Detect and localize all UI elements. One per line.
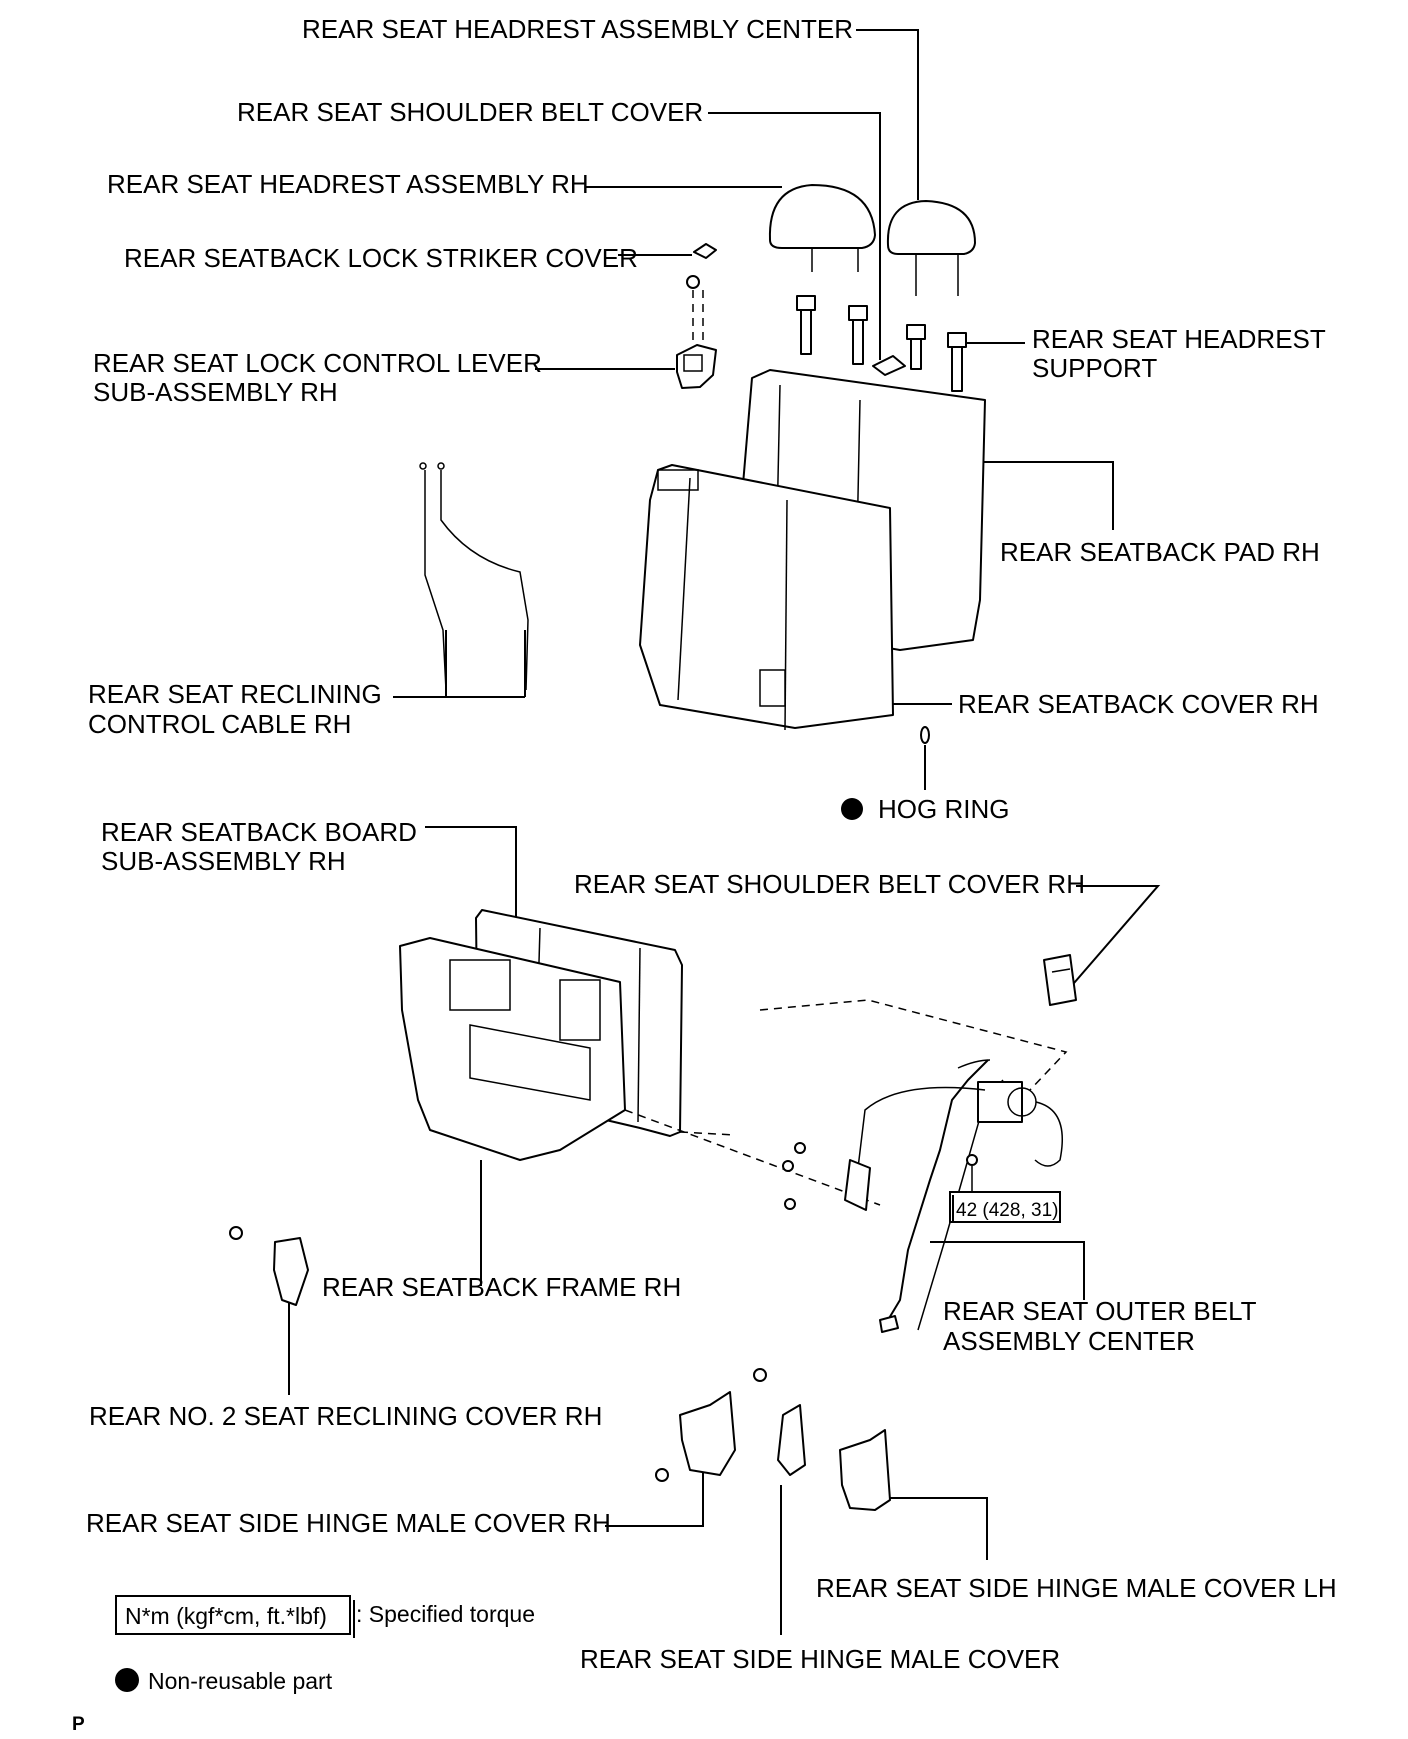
label-headrest-center: REAR SEAT HEADREST ASSEMBLY CENTER [302, 14, 853, 44]
label-reclining-cable-line2: CONTROL CABLE RH [88, 709, 351, 739]
hinge-cover-lh-part [839, 1429, 891, 1511]
hinge-cover-part [753, 1368, 806, 1476]
reclining-cable-part [419, 462, 529, 691]
labels: REAR SEAT HEADREST ASSEMBLY CENTER REAR … [86, 14, 1337, 1674]
seatback-frame-part [399, 937, 626, 1161]
seatback-cover-part [639, 464, 894, 731]
shoulder-belt-cover-rh-part [1043, 954, 1077, 1006]
label-headrest-support-line2: SUPPORT [1032, 353, 1157, 383]
footer-code: P [72, 1714, 85, 1734]
label-board-line2: SUB-ASSEMBLY RH [101, 846, 346, 876]
label-seatback-pad: REAR SEATBACK PAD RH [1000, 537, 1320, 567]
label-hog-ring: HOG RING [878, 794, 1009, 824]
label-outer-belt-line2: ASSEMBLY CENTER [943, 1326, 1195, 1356]
headrest-rh-part [768, 184, 876, 272]
label-lock-lever-line2: SUB-ASSEMBLY RH [93, 377, 338, 407]
legend-torque-text: : Specified torque [356, 1601, 535, 1627]
label-seatback-cover: REAR SEATBACK COVER RH [958, 689, 1319, 719]
headrest-center-part [886, 200, 976, 296]
label-headrest-rh: REAR SEAT HEADREST ASSEMBLY RH [107, 169, 589, 199]
label-shoulder-belt-cover-rh: REAR SEAT SHOULDER BELT COVER RH [574, 869, 1085, 899]
leader-lines [288, 29, 1161, 1635]
legend-nonreusable-text: Non-reusable part [148, 1668, 333, 1694]
label-reclining-cable-line1: REAR SEAT RECLINING [88, 679, 382, 709]
label-board-line1: REAR SEATBACK BOARD [101, 817, 417, 847]
torque-value: 42 (428, 31) [956, 1200, 1058, 1221]
label-hinge-cover-lh: REAR SEAT SIDE HINGE MALE COVER LH [816, 1573, 1337, 1603]
hog-ring-nonreusable-icon [841, 798, 863, 820]
legend-torque-box: N*m (kgf*cm, ft.*lbf) [125, 1603, 327, 1629]
label-shoulder-belt-cover: REAR SEAT SHOULDER BELT COVER [237, 97, 703, 127]
leader-hinge-cover-lh [890, 1497, 988, 1560]
leader-board [425, 826, 517, 925]
label-hinge-cover-rh: REAR SEAT SIDE HINGE MALE COVER RH [86, 1508, 611, 1538]
leader-outer-belt [930, 1241, 1085, 1300]
leader-shoulder-belt-cover [708, 112, 881, 360]
reclining-cover-part [229, 1226, 309, 1306]
leader-shoulder-belt-cover-rh [1067, 885, 1161, 991]
label-reclining-cover: REAR NO. 2 SEAT RECLINING COVER RH [89, 1401, 602, 1431]
lock-lever-part [676, 344, 717, 389]
label-striker-cover: REAR SEATBACK LOCK STRIKER COVER [124, 243, 638, 273]
leader-headrest-center [856, 29, 919, 200]
nonreusable-icon [115, 1668, 139, 1692]
torque-callout: 42 (428, 31) [949, 1191, 1061, 1223]
label-outer-belt-line1: REAR SEAT OUTER BELT [943, 1296, 1257, 1326]
leader-hinge-cover-rh [605, 1465, 704, 1527]
striker-cover-part [686, 243, 717, 345]
label-headrest-support-line1: REAR SEAT HEADREST [1032, 324, 1326, 354]
hog-ring-part [920, 726, 930, 744]
leader-seatback-pad [982, 461, 1114, 530]
headrest-supports-part [796, 295, 967, 392]
hinge-cover-rh-part [655, 1391, 736, 1482]
outer-belt-part [782, 1059, 1064, 1333]
label-lock-lever-line1: REAR SEAT LOCK CONTROL LEVER [93, 348, 542, 378]
installation-dashed-lines [624, 999, 1068, 1206]
label-hinge-cover: REAR SEAT SIDE HINGE MALE COVER [580, 1644, 1060, 1674]
legend: N*m (kgf*cm, ft.*lbf) : Specified torque… [115, 1595, 535, 1694]
label-frame: REAR SEATBACK FRAME RH [322, 1272, 681, 1302]
